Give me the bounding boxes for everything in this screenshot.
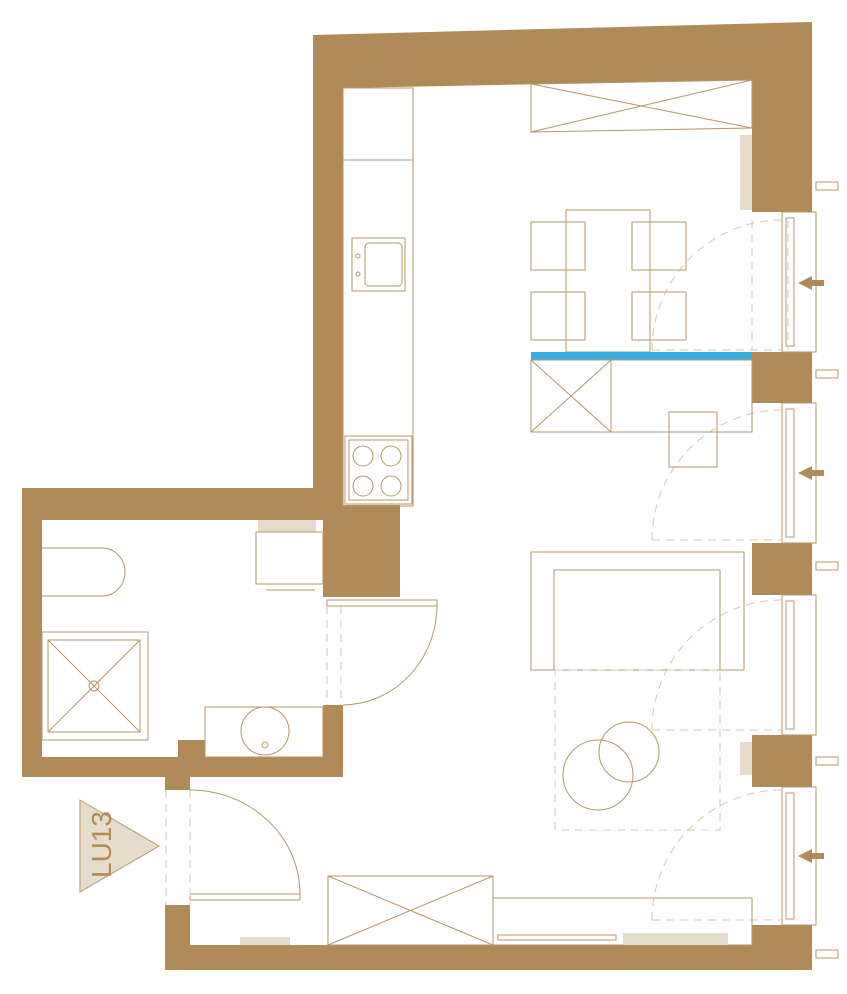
facade-ladders — [815, 181, 839, 959]
bathroom-door — [326, 599, 438, 706]
sofa — [530, 551, 745, 671]
rug — [554, 669, 721, 831]
shower-icon — [41, 631, 149, 741]
wardrobe-top — [530, 79, 753, 133]
washbasin-icon — [204, 706, 324, 758]
low-cabinet — [492, 897, 753, 946]
window-swing-arcs — [651, 219, 783, 921]
counter — [530, 359, 753, 468]
windows — [651, 181, 839, 959]
unit-label: LU13 — [86, 811, 117, 878]
accent-counter — [531, 352, 752, 360]
bathroom — [41, 520, 438, 758]
walls — [22, 22, 812, 970]
window-3 — [781, 594, 817, 736]
sink-icon — [351, 237, 406, 292]
entry-arrow-icon — [798, 276, 824, 863]
toilet-icon — [42, 547, 126, 597]
unit-label-marker: LU13 — [79, 799, 160, 893]
entry-door — [165, 789, 301, 905]
coffee-tables — [562, 721, 660, 811]
cooktop-icon — [344, 435, 413, 505]
storage-unit — [327, 875, 494, 946]
dining-table — [530, 209, 687, 353]
kitchen — [342, 79, 753, 507]
